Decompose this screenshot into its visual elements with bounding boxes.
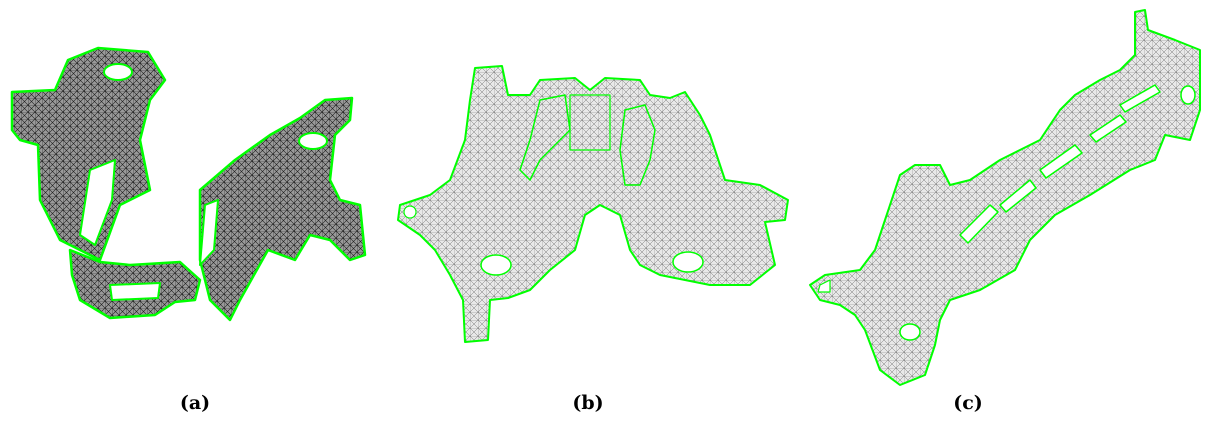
- caption-a: (a): [179, 392, 211, 414]
- mesh-figure-b: [397, 65, 789, 343]
- mesh-figure-c: [809, 9, 1201, 386]
- mesh-figure-a: [10, 46, 367, 322]
- panel-c: (c): [800, 0, 1207, 414]
- panel-a: (a): [0, 0, 400, 414]
- part-mesh-a: [10, 46, 367, 322]
- part-mesh-c: [809, 9, 1201, 386]
- caption-c: (c): [953, 392, 983, 414]
- panel-b: (b): [390, 0, 810, 414]
- part-mesh-b: [397, 65, 789, 343]
- caption-b: (b): [572, 392, 604, 414]
